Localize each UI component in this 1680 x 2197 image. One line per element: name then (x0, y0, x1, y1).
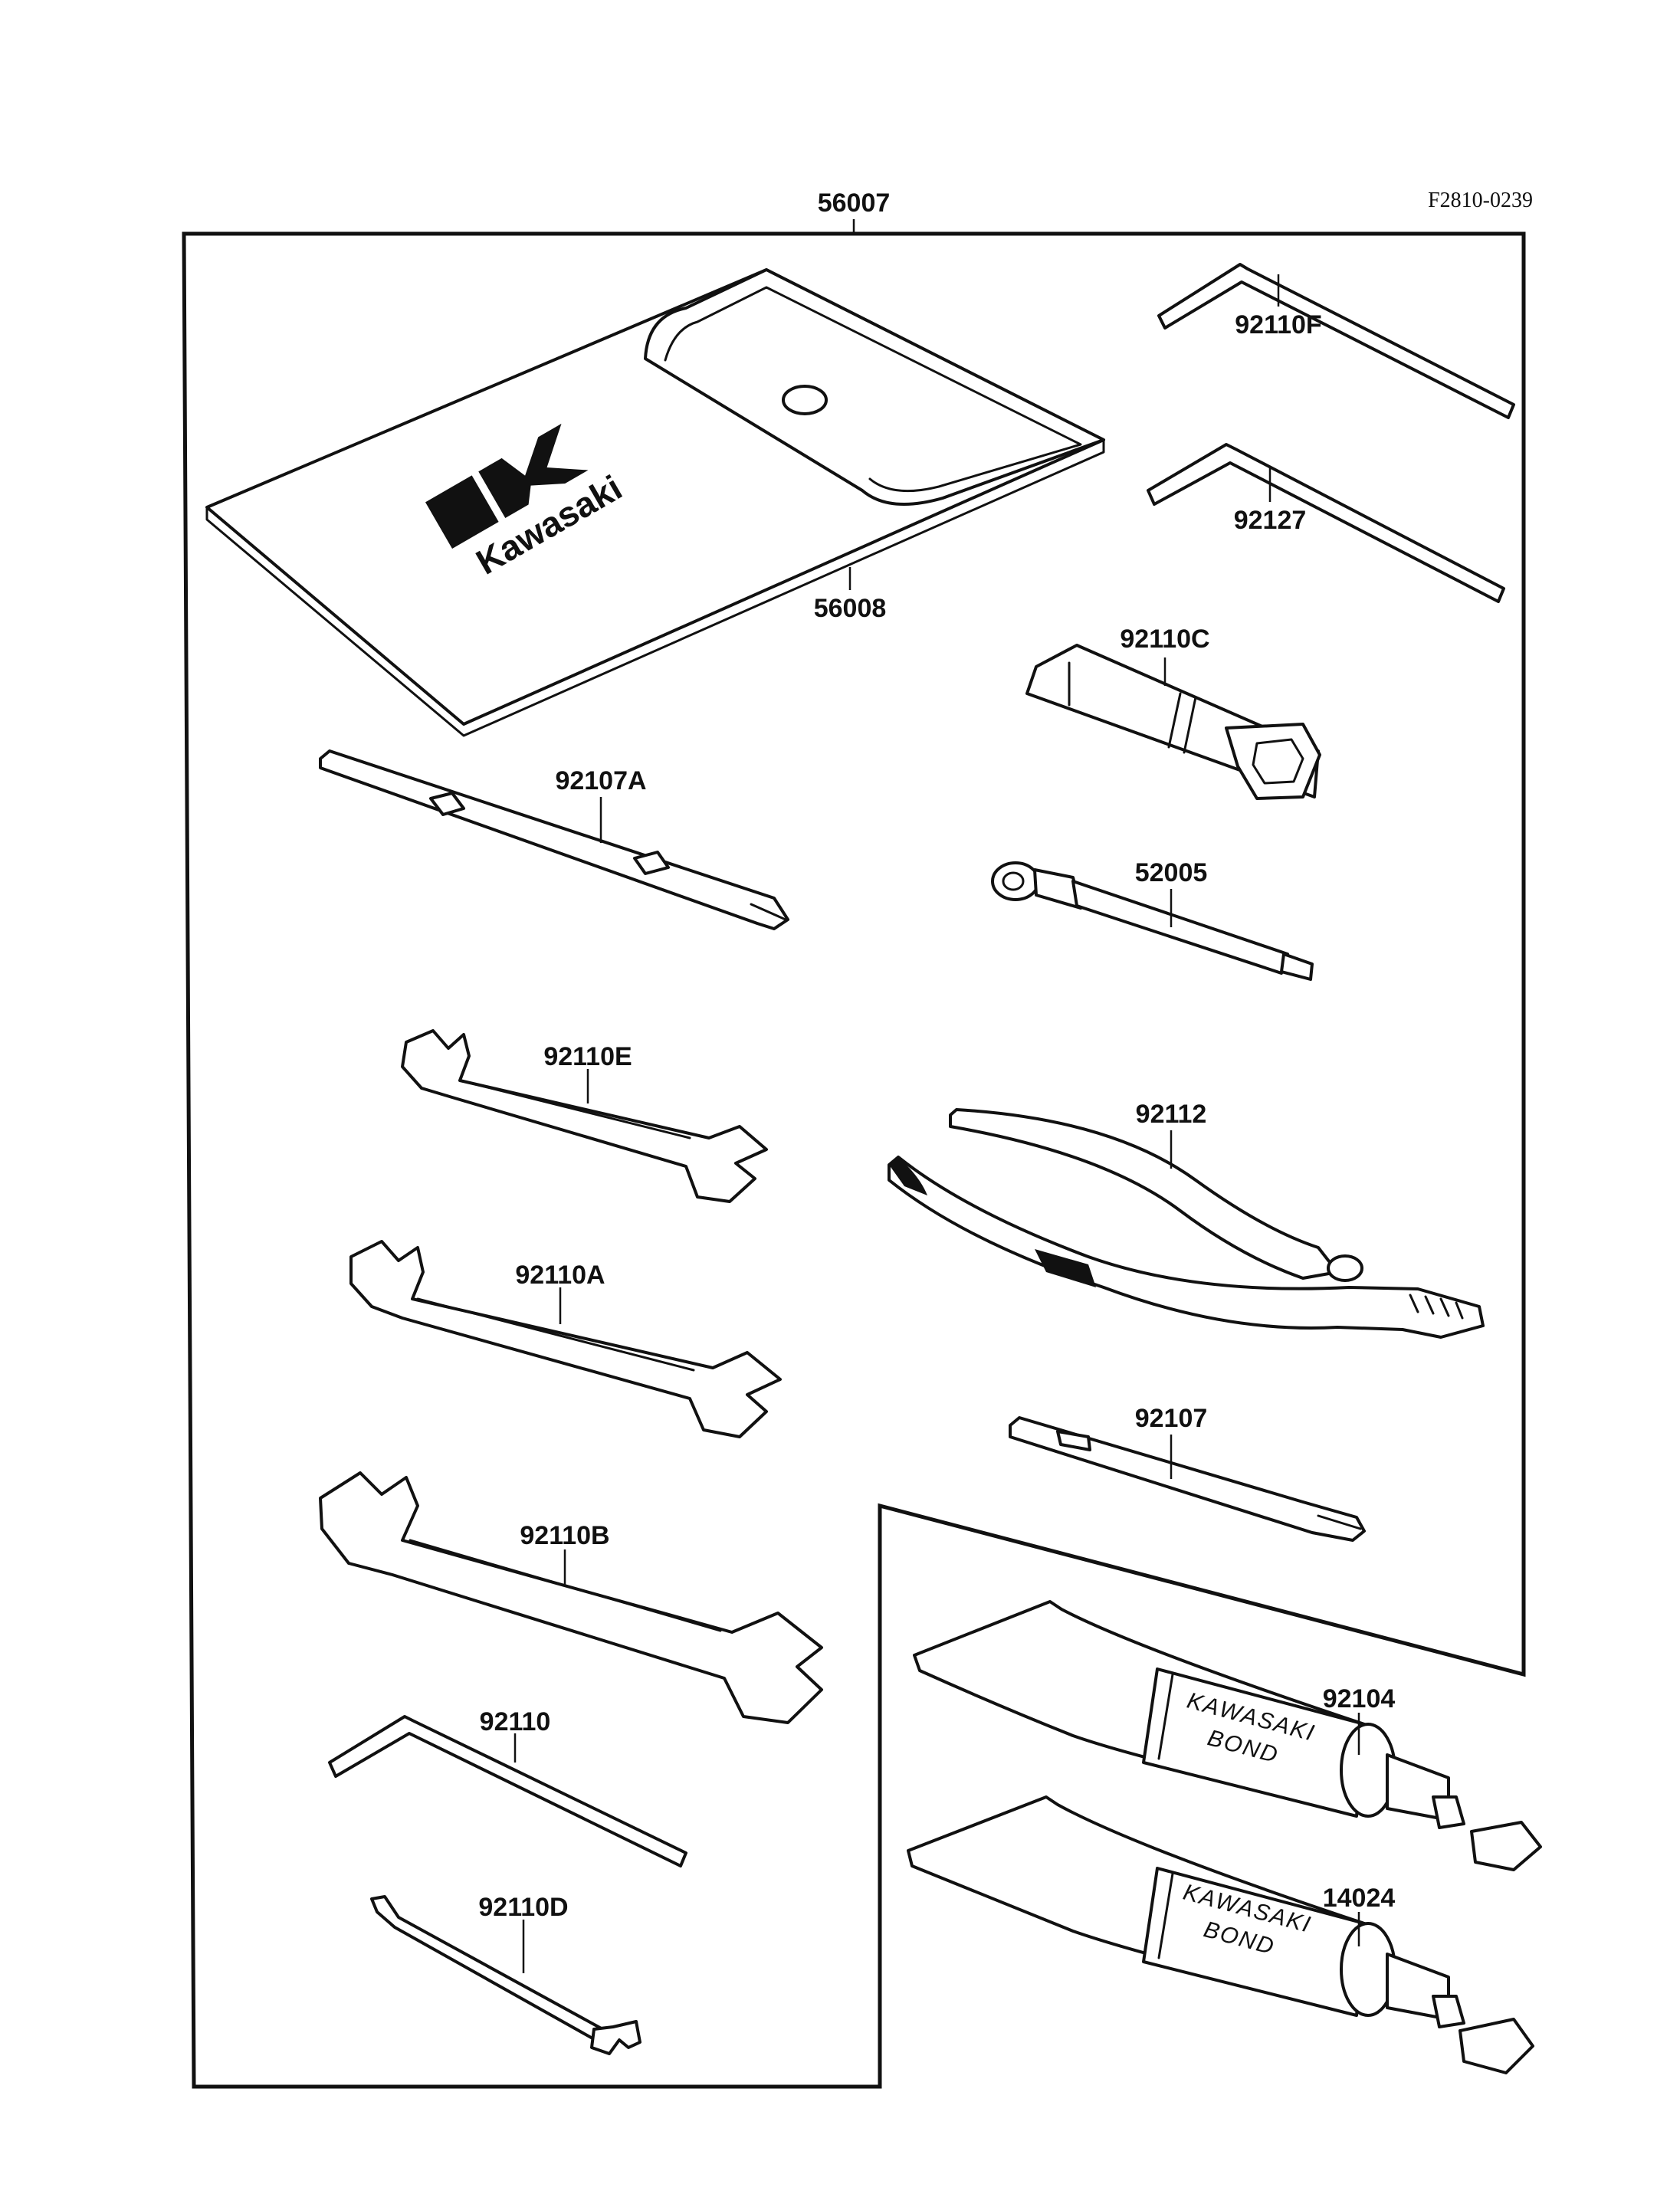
label-wrench-92110b: 92110B (520, 1521, 609, 1550)
label-bond-92104: 92104 (1323, 1684, 1396, 1713)
screwdriver-92107-tool (1009, 1416, 1366, 1542)
kit-frame (182, 231, 1526, 2089)
bond-tube-14024: KAWASAKI BOND (907, 1795, 1534, 2074)
label-kit: 56007 (818, 189, 891, 218)
plug-wrench-tool (1025, 644, 1321, 800)
label-wrench-92110e: 92110E (543, 1042, 632, 1071)
label-hex-wrench-92127: 92127 (1234, 506, 1307, 535)
screwdriver-92107a-tool (319, 749, 789, 930)
pliers-tool (888, 1108, 1485, 1339)
spoke-wrench-tool (991, 861, 1314, 981)
label-wrench-92110a: 92110A (515, 1261, 605, 1290)
wrench-92110a-tool (349, 1240, 782, 1438)
wrench-92110e-tool (401, 1029, 768, 1203)
label-tool-92110d: 92110D (478, 1893, 568, 1922)
label-pouch: 56008 (814, 594, 887, 623)
wrench-92110b-tool (319, 1471, 823, 1724)
label-pliers: 92112 (1136, 1100, 1207, 1129)
hex-wrench-92110-tool (328, 1715, 687, 1867)
label-hex-wrench-92110: 92110 (480, 1707, 551, 1736)
hex-wrench-92110f-tool (1157, 263, 1515, 419)
label-spoke-wrench: 52005 (1135, 858, 1208, 887)
reference-code: F2810-0239 (1428, 189, 1533, 212)
label-screwdriver-92107: 92107 (1135, 1404, 1208, 1433)
label-hex-wrench-92110f: 92110F (1235, 310, 1321, 339)
bond-tube-92104: KAWASAKI BOND (913, 1600, 1542, 1871)
tool-pouch: Kawasaki (205, 268, 1105, 737)
label-plug-wrench: 92110C (1120, 625, 1209, 654)
label-screwdriver-92107a: 92107A (555, 766, 646, 795)
label-bond-14024: 14024 (1323, 1884, 1396, 1913)
hex-wrench-92127-tool (1147, 443, 1505, 603)
tool-92110d (370, 1895, 641, 2055)
